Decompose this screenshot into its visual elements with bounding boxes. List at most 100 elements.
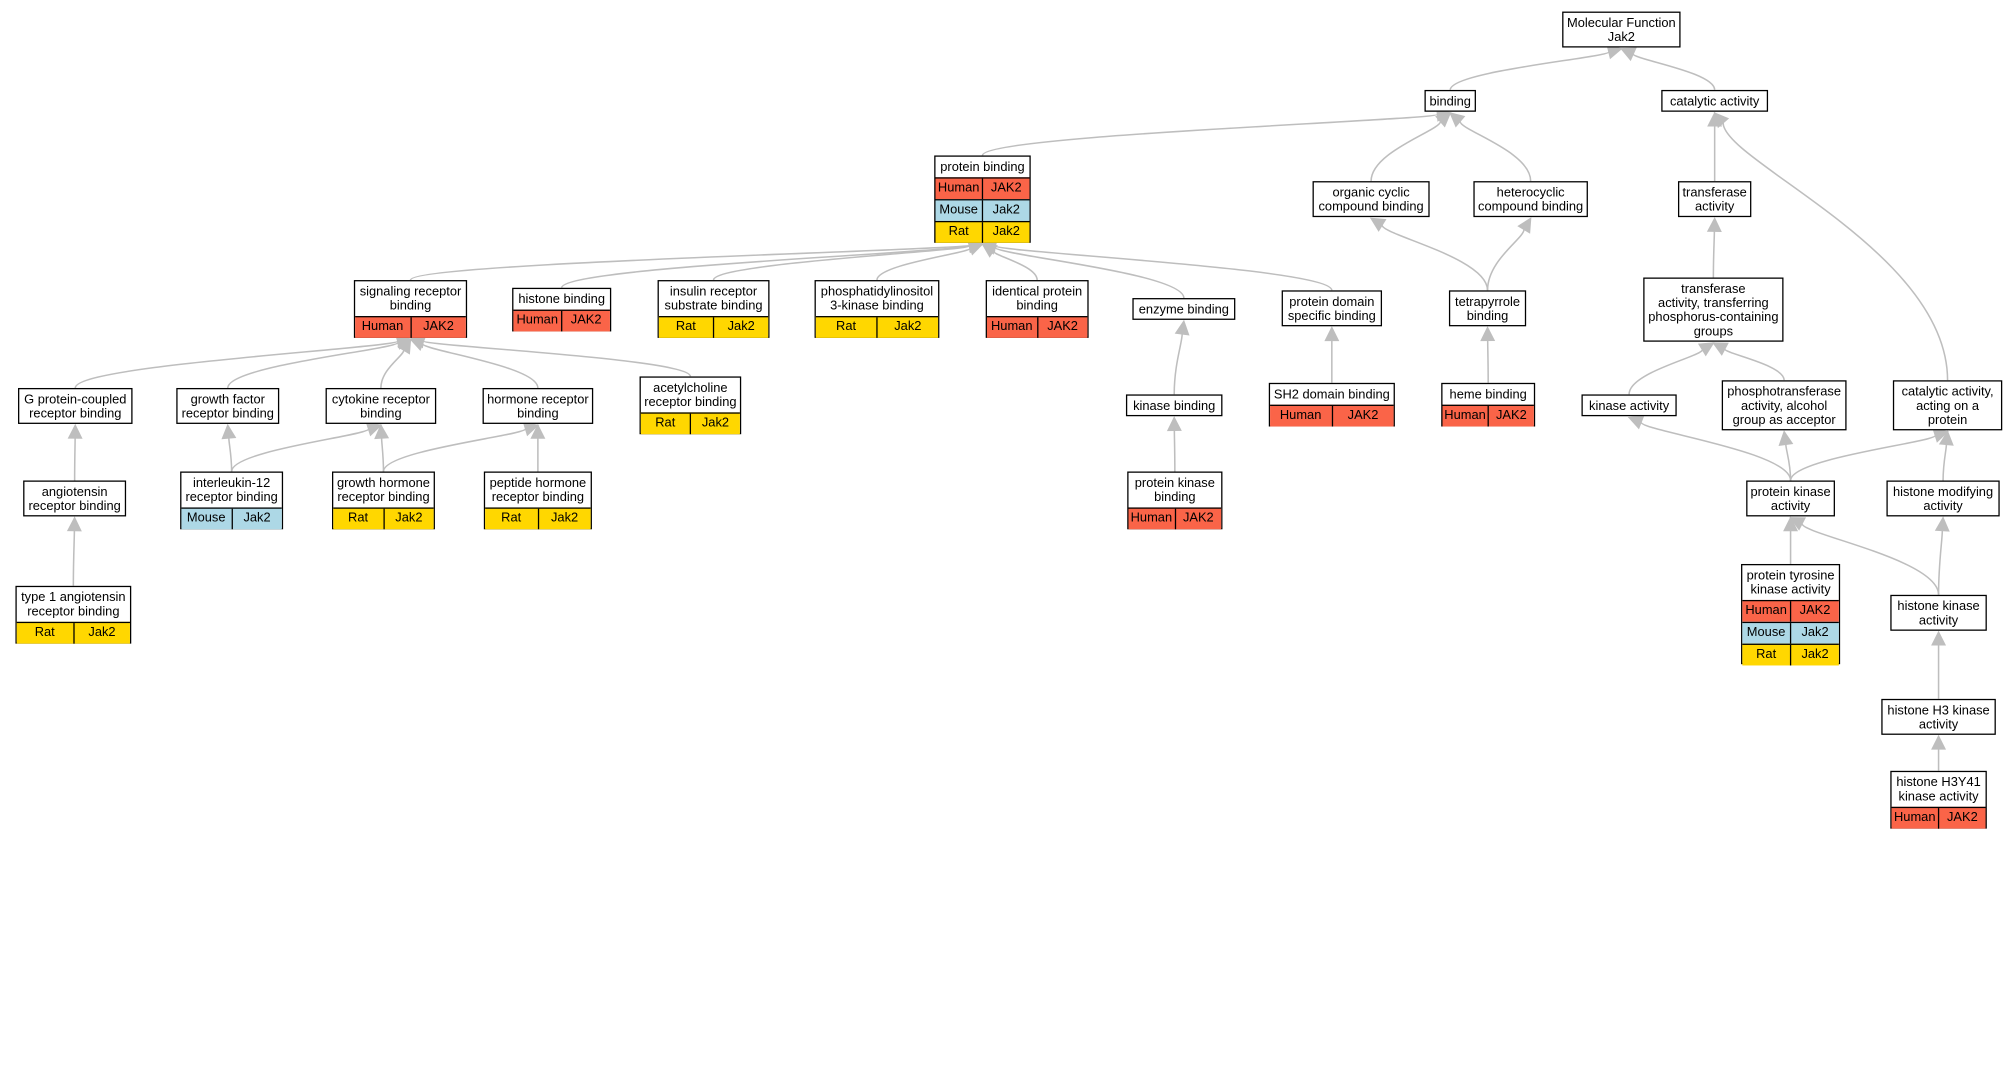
- annotation-species: Rat: [675, 319, 696, 335]
- go-term-label-line: binding: [389, 299, 432, 314]
- edge-protkin-to-phosalc: [1778, 430, 1794, 481]
- go-term-binding[interactable]: binding: [1424, 89, 1476, 112]
- edge-h3kin-to-histkin: [1931, 630, 1947, 699]
- go-term-label: catalytic activity: [1663, 91, 1767, 112]
- edge-type1-to-angio: [66, 516, 82, 586]
- go-term-label-line: binding: [360, 407, 402, 422]
- go-term-label-line: peptide hormone: [489, 476, 587, 491]
- go-term-label-line: binding: [517, 407, 559, 422]
- edge-gh-to-cytokine: [374, 423, 390, 472]
- annotation-gene: JAK2: [409, 317, 466, 338]
- go-term-label-line: compound binding: [1478, 200, 1584, 215]
- go-term-label-line: 3-kinase binding: [830, 299, 924, 314]
- edge-tetra-to-orgcyc: [1369, 217, 1489, 291]
- go-term-label-line: protein: [1927, 413, 1968, 428]
- go-term-label: kinase activity: [1583, 396, 1676, 417]
- annotation-gene: JAK2: [1331, 405, 1393, 427]
- annotation-gene: Jak2: [876, 317, 938, 338]
- go-term-label-line: acetylcholine: [653, 381, 728, 396]
- go-term-kinact[interactable]: kinase activity: [1581, 394, 1677, 417]
- annotation-species: Mouse: [1746, 625, 1786, 640]
- go-term-label-line: hormone receptor: [487, 393, 589, 408]
- go-term-label-line: growth factor: [190, 393, 265, 408]
- go-term-label-line: activity, transferring: [1658, 296, 1769, 311]
- go-term-label-line: activity, alcohol: [1740, 399, 1828, 414]
- edge-sh2-to-domain: [1324, 326, 1340, 383]
- annotation-gene: Jak2: [72, 623, 130, 644]
- go-term-label-line: tetrapyrrole: [1454, 295, 1521, 310]
- go-term-label-line: kinase activity: [1898, 790, 1979, 805]
- go-term-kinbind[interactable]: kinase binding: [1125, 394, 1223, 417]
- annotation-species: Human: [361, 319, 404, 335]
- annotation-species: Rat: [836, 319, 857, 335]
- edge-gh-to-hormone: [382, 421, 540, 472]
- edge-histkin-to-protkin: [1789, 517, 1940, 595]
- go-term-catalytic[interactable]: catalytic activity: [1661, 89, 1769, 112]
- edge-catprot-to-catalytic: [1713, 111, 1949, 381]
- go-term-label-line: catalytic activity: [1669, 95, 1760, 110]
- go-term-enzyme[interactable]: enzyme binding: [1132, 298, 1236, 320]
- annotation-species: Human: [1279, 408, 1322, 423]
- edge-hetcyc-to-binding: [1449, 112, 1532, 182]
- go-term-label-line: acting on a: [1916, 399, 1980, 414]
- annotation-gene: Jak2: [981, 222, 1030, 243]
- annotation-species: Rat: [1756, 647, 1777, 662]
- edge-insulin-to-protbind: [712, 238, 984, 281]
- annotation-gene: Jak2: [1789, 623, 1839, 644]
- annotation-gene: JAK2: [981, 178, 1030, 200]
- edge-heme-to-tetra: [1480, 326, 1496, 383]
- annotation-species: Mouse: [186, 511, 226, 526]
- annotation-species: Rat: [348, 511, 369, 526]
- go-term-label-line: angiotensin: [41, 485, 108, 500]
- go-term-label-line: protein tyrosine: [1746, 569, 1835, 584]
